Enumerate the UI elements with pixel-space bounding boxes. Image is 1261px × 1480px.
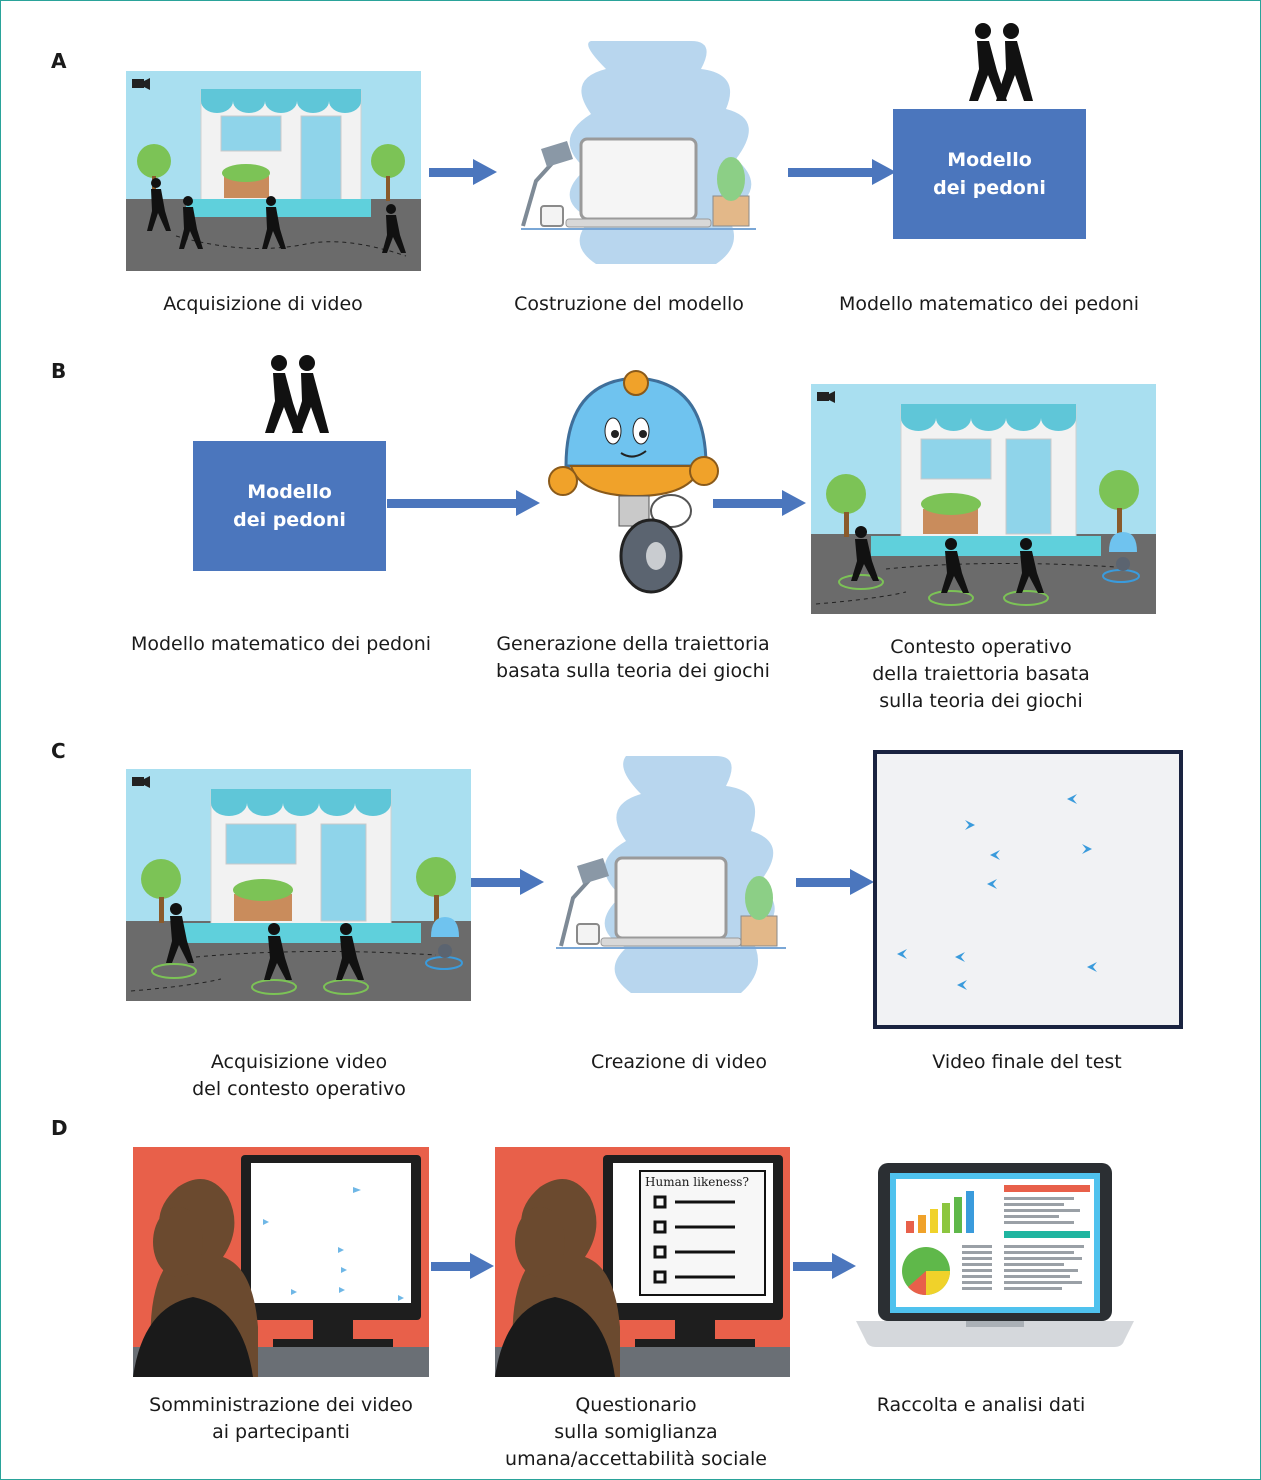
storefront-scene [126, 71, 421, 271]
storefront-robot-scene [811, 384, 1156, 614]
arrow-icon [429, 159, 497, 185]
caption-line: Acquisizione video [210, 1051, 388, 1073]
caption-operational-context: Contesto operativo della traiettoria bas… [801, 634, 1161, 715]
caption-line: Creazione di video [591, 1051, 767, 1073]
pedestrian-model-box: Modello dei pedoni [893, 109, 1086, 239]
robot-icon [548, 370, 719, 594]
caption-video-administration: Somministrazione dei video ai partecipan… [101, 1392, 461, 1446]
participant-watching-video-illustration [133, 1147, 429, 1377]
caption-line: Costruzione del modello [514, 293, 744, 315]
caption-line: sulla somiglianza [554, 1421, 718, 1443]
caption-trajectory-generation: Generazione della traiettoria basata sul… [453, 631, 813, 685]
caption-video-creation: Creazione di video [499, 1049, 859, 1076]
panel-label-b: B [51, 359, 67, 383]
caption-data-analysis: Raccolta e analisi dati [801, 1392, 1161, 1419]
caption-mathematical-model: Modello matematico dei pedoni [101, 631, 461, 658]
caption-line: Video finale del test [932, 1051, 1122, 1073]
data-analysis-laptop-illustration [856, 1159, 1134, 1349]
panel-label-d: D [51, 1116, 68, 1140]
arrow-icon [788, 159, 896, 185]
caption-line: Generazione della traiettoria [496, 633, 770, 655]
caption-line: Contesto operativo [890, 636, 1072, 658]
model-box-line: Modello [247, 481, 332, 503]
panel-label-c: C [51, 739, 66, 763]
caption-line: Questionario [575, 1394, 697, 1416]
caption-line: Modello matematico dei pedoni [838, 293, 1140, 315]
caption-line: Modello matematico dei pedoni [130, 633, 432, 655]
caption-line: del contesto operativo [192, 1078, 406, 1100]
model-box-line: dei pedoni [233, 509, 346, 531]
arrow-icon [713, 490, 806, 516]
arrow-icon [796, 869, 874, 895]
caption-line: Somministrazione dei video [149, 1394, 413, 1416]
caption-context-video-acquisition: Acquisizione video del contesto operativ… [119, 1049, 479, 1103]
laptop-workspace-illustration [541, 746, 796, 1001]
pedestrians-icon [265, 355, 329, 433]
caption-video-acquisition: Acquisizione di video [83, 291, 443, 318]
laptop-workspace-illustration [501, 31, 776, 276]
arrow-icon [387, 490, 540, 516]
test-video-frame [873, 750, 1183, 1029]
panel-label-a: A [51, 49, 67, 73]
model-box-line: dei pedoni [933, 177, 1046, 199]
caption-line: Raccolta e analisi dati [876, 1394, 1086, 1416]
storefront-robot-scene [126, 769, 471, 1001]
questionnaire-title: Human likeness? [645, 1175, 749, 1189]
pedestrians-icon [969, 23, 1033, 101]
arrow-icon [793, 1253, 856, 1279]
caption-mathematical-model: Modello matematico dei pedoni [809, 291, 1169, 318]
caption-line: Acquisizione di video [163, 293, 363, 315]
model-box-line: Modello [947, 149, 1032, 171]
arrow-icon [471, 869, 544, 895]
arrow-icon [431, 1253, 494, 1279]
caption-questionnaire: Questionario sulla somiglianza umana/acc… [456, 1392, 816, 1473]
participant-questionnaire-illustration: Human likeness? [495, 1147, 790, 1377]
pedestrian-model-box: Modello dei pedoni [193, 441, 386, 571]
caption-line: umana/accettabilità sociale [505, 1448, 767, 1470]
caption-line: basata sulla teoria dei giochi [496, 660, 770, 682]
caption-final-test-video: Video finale del test [847, 1049, 1207, 1076]
caption-model-construction: Costruzione del modello [449, 291, 809, 318]
caption-line: sulla teoria dei giochi [879, 690, 1083, 712]
caption-line: ai partecipanti [212, 1421, 350, 1443]
caption-line: della traiettoria basata [872, 663, 1090, 685]
